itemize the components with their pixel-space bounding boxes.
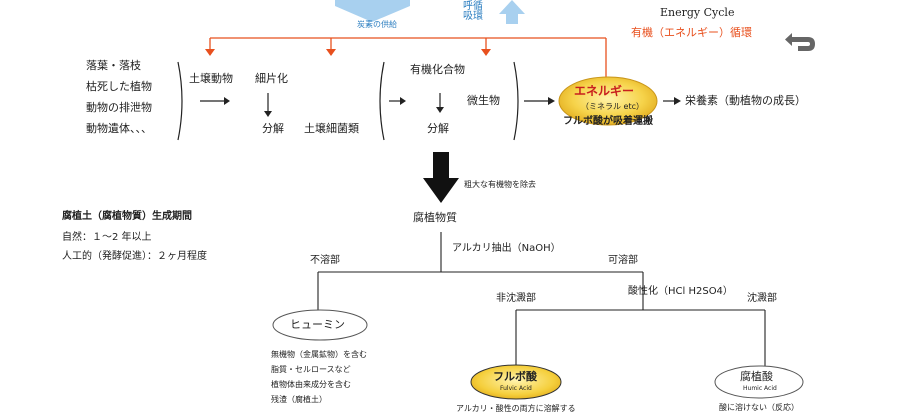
organic-decomposition: 分解 xyxy=(427,122,449,135)
energy-caption: フルボ酸が吸着運搬 xyxy=(563,116,653,127)
bracket-2-right xyxy=(513,61,519,141)
energy-cycle-en: Energy Cycle xyxy=(660,6,735,19)
orange-loop xyxy=(209,37,607,82)
arrowhead-organic xyxy=(481,49,491,56)
humin-ellipse xyxy=(272,309,368,341)
bracket-2-left xyxy=(379,61,385,141)
arrowhead-fragment xyxy=(326,49,336,56)
breathing-label: 呼吸 xyxy=(460,0,472,20)
humic-name: 腐植酸 xyxy=(740,370,773,383)
flow-arrows xyxy=(200,93,681,117)
remove-note: 粗大な有機物を除去 xyxy=(464,180,536,189)
carbon-supply-label: 炭素の供給 xyxy=(357,20,397,29)
humus-period-title: 腐植土（腐植物質）生成期間 xyxy=(62,211,192,222)
acidification-label: 酸性化（HCl H2SO4） xyxy=(628,286,733,297)
humin-note-2: 脂質・セルロースなど xyxy=(271,365,351,374)
fragmentation: 細片化 xyxy=(255,72,288,85)
circulation-label: 循環 xyxy=(470,0,482,20)
carbon-arrow-shape xyxy=(335,0,410,22)
source-dead-plants: 枯死した植物 xyxy=(86,80,152,93)
breath-arrow-shape xyxy=(499,0,525,24)
humic-note: 酸に溶けない（反応） xyxy=(719,403,799,412)
tree-lines xyxy=(317,232,766,367)
source-leaves: 落葉・落枝 xyxy=(86,59,141,72)
organic-compounds: 有機化合物 xyxy=(410,63,465,76)
humic-name-en: Humic Acid xyxy=(743,385,777,392)
undo-icon[interactable] xyxy=(784,30,818,54)
fulvic-ellipse xyxy=(470,364,562,400)
orange-arrowheads xyxy=(205,49,491,56)
remove-arrow-shape xyxy=(423,152,459,203)
humus-period-artificial: 人工的（発酵促進）：２ヶ月程度 xyxy=(62,251,207,262)
arrowhead-soil xyxy=(205,49,215,56)
energy-cycle-jp: 有機（エネルギー）循環 xyxy=(631,26,752,39)
humin-note-3: 植物体由来成分を含む xyxy=(271,380,351,389)
soil-bacteria: 土壌細菌類 xyxy=(304,122,359,135)
non-precipitate-label: 非沈澱部 xyxy=(496,293,536,304)
energy-ellipse xyxy=(558,76,658,126)
soluble-label: 可溶部 xyxy=(608,255,638,266)
humic-substance: 腐植物質 xyxy=(413,211,457,224)
soil-decomposition: 分解 xyxy=(262,122,284,135)
humus-period-natural: 自然：１〜2 年以上 xyxy=(62,232,152,243)
fulvic-note: アルカリ・酸性の両方に溶解する xyxy=(456,404,576,413)
source-animal-excrement: 動物の排泄物 xyxy=(86,101,152,114)
soil-animals: 土壌動物 xyxy=(189,72,233,85)
microorganisms: 微生物 xyxy=(467,94,500,107)
fulvic-name: フルボ酸 xyxy=(493,370,537,383)
fulvic-name-en: Fulvic Acid xyxy=(500,385,532,392)
energy-title: エネルギー xyxy=(574,84,635,98)
energy-subtitle: （ミネラル etc） xyxy=(581,102,644,111)
brackets xyxy=(177,61,519,141)
insoluble-label: 不溶部 xyxy=(310,255,340,266)
humin-note-1: 無機物（金属鉱物）を含む xyxy=(271,350,367,359)
humic-ellipse xyxy=(714,365,804,399)
precipitate-label: 沈澱部 xyxy=(747,293,777,304)
humin-note-4: 残渣（腐植土） xyxy=(271,395,327,404)
humin-name: ヒューミン xyxy=(290,318,345,331)
bracket-1-right xyxy=(177,61,183,141)
source-animal-remains: 動物遺体、、、 xyxy=(86,122,152,135)
nutrients: 栄養素（動植物の成長） xyxy=(685,94,806,107)
alkali-extraction: アルカリ抽出（NaOH） xyxy=(452,243,561,254)
